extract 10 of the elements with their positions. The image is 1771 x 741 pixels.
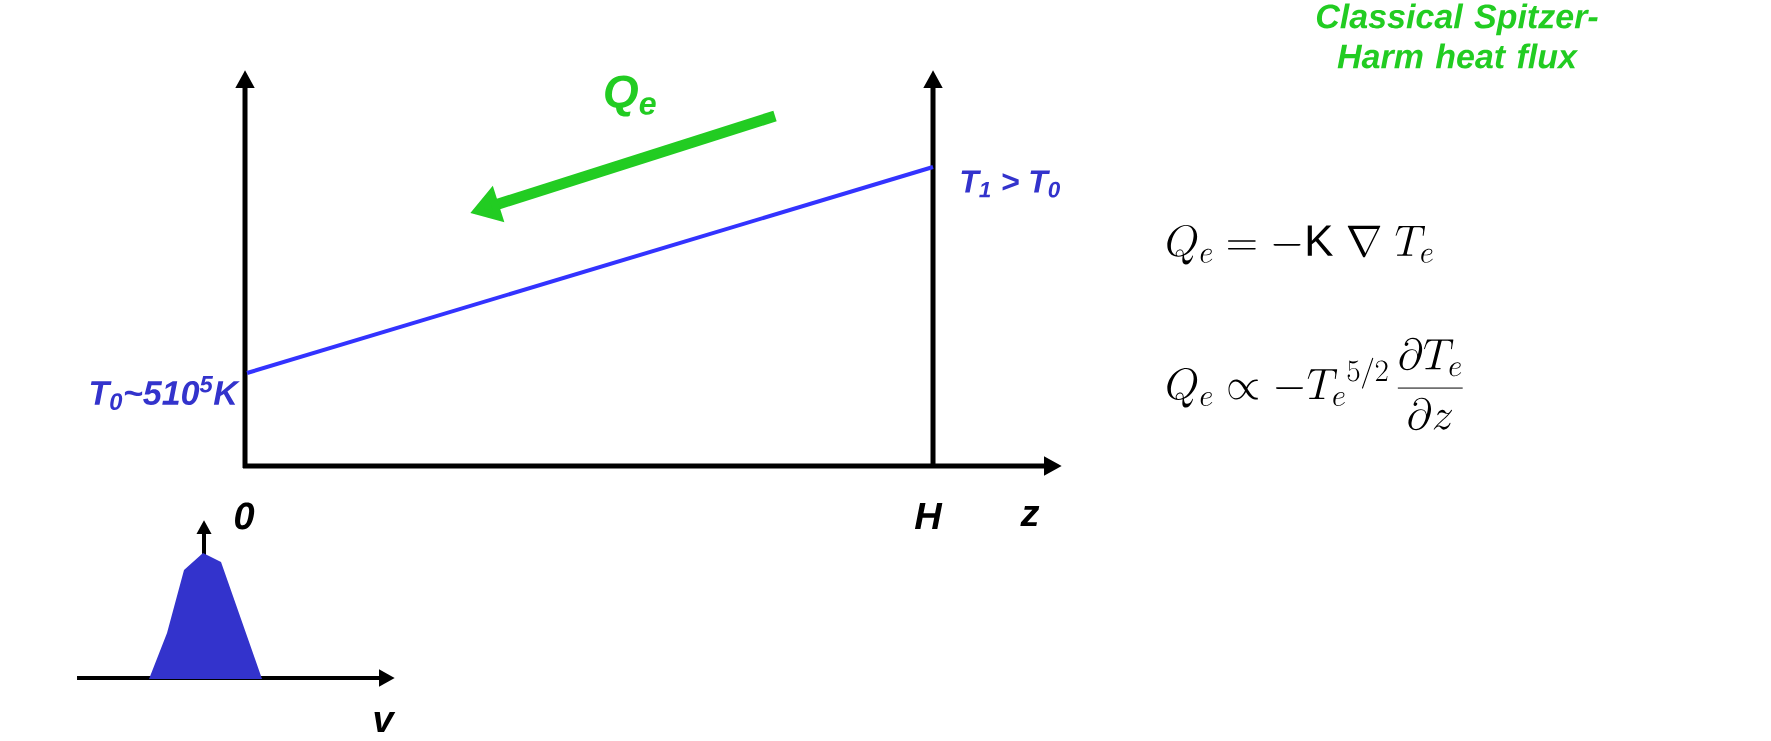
title: Classical Spitzer-Harm heat flux [1316, 3, 1598, 69]
axis-label: v [374, 711, 396, 733]
temperature-label: T$_{0}$~510$^{5}$K [90, 375, 240, 410]
axis-label: z [1020, 505, 1040, 527]
axis-label: 0 [235, 502, 255, 530]
equation: $Q_e \propto -{T_e}^{5/2}\,\frac{\partial T_e}{\partial z}$ [1167, 337, 1463, 431]
flux-label: Q$_{e}$ [605, 75, 656, 117]
temperature-label: T$_{1}$ > T$_{0}$ [961, 170, 1061, 198]
axis-label: H [914, 502, 943, 530]
equation: $Q_e = -\mathrm{K}\;\nabla\; T_e$ [1167, 224, 1433, 265]
